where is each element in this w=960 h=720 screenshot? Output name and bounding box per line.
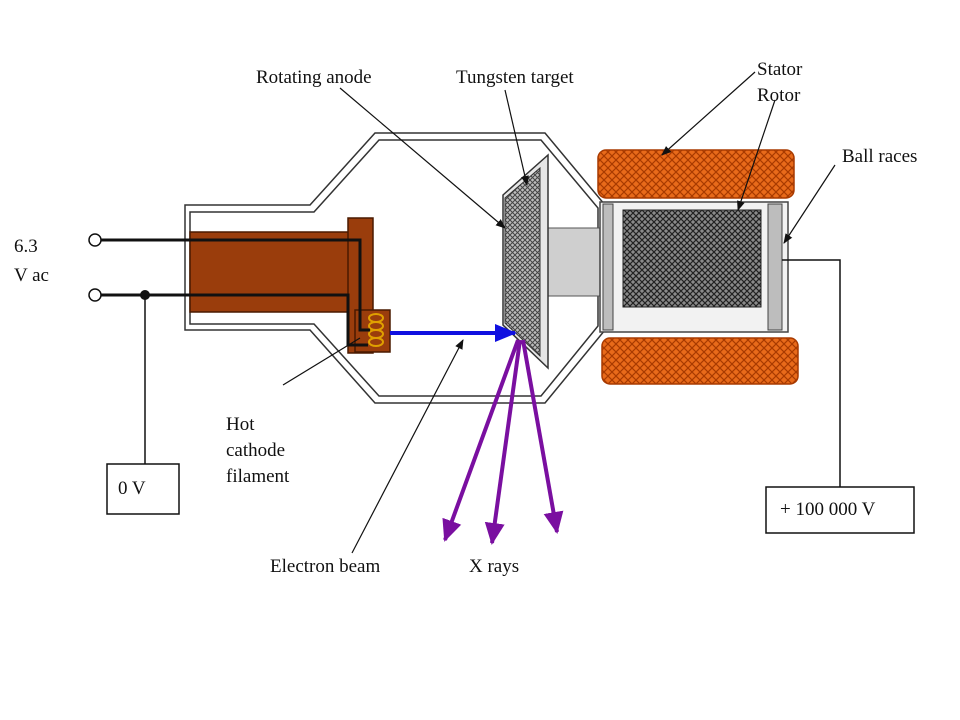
label-supply-value: 6.3 <box>14 236 38 257</box>
x-ray-arrow-right <box>521 339 564 534</box>
leader-electron-beam <box>351 339 464 554</box>
anode-stem <box>544 227 604 297</box>
rotor <box>622 209 762 308</box>
label-supply-unit: V ac <box>14 265 49 286</box>
supply-terminal-bottom <box>88 288 102 302</box>
stator-coil-top <box>597 149 795 199</box>
x-ray-arrow-middle <box>484 339 522 545</box>
leader-hot-cathode <box>282 337 361 386</box>
tungsten-target <box>504 166 541 358</box>
ground-label: 0 V <box>118 478 146 499</box>
label-ball-races: Ball races <box>842 146 917 167</box>
label-rotor: Rotor <box>757 85 801 106</box>
label-stator: Stator <box>757 59 803 80</box>
label-rotating-anode: Rotating anode <box>256 67 372 88</box>
label-tungsten-target: Tungsten target <box>456 67 574 88</box>
ball-race-right <box>767 203 783 331</box>
label-hot: Hot <box>226 414 255 435</box>
ball-race-left <box>602 203 614 331</box>
label-electron-beam: Electron beam <box>270 556 380 577</box>
high-voltage-label: + 100 000 V <box>780 499 876 520</box>
high-voltage-box <box>765 486 915 534</box>
x-ray-arrows <box>442 339 564 545</box>
stator-coil-bottom <box>601 337 799 385</box>
label-cathode: cathode <box>226 440 285 461</box>
leader-ball-races <box>783 164 836 244</box>
filament-coil <box>368 313 384 347</box>
leader-rotor <box>737 99 776 211</box>
label-x-rays: X rays <box>469 556 519 577</box>
supply-terminal-top <box>88 233 102 247</box>
leader-lines <box>282 71 836 554</box>
label-filament: filament <box>226 466 290 487</box>
leader-rotating-anode <box>339 87 506 229</box>
leader-stator <box>661 71 756 156</box>
filament-supply-wires <box>101 238 370 347</box>
high-voltage-wire <box>782 259 841 487</box>
ground-box <box>106 463 180 515</box>
cathode-block <box>189 231 351 313</box>
x-ray-arrow-left <box>442 339 520 542</box>
leader-tungsten-target <box>504 89 529 186</box>
